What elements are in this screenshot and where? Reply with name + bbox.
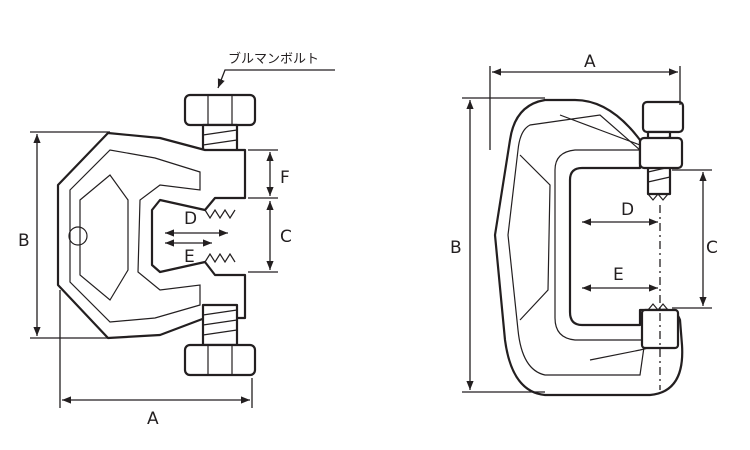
label-B-left: B <box>18 231 30 251</box>
bolt-head-top <box>183 93 257 127</box>
label-C-right: C <box>706 238 718 258</box>
label-E-right: E <box>613 265 624 285</box>
left-clamp-drawing <box>30 69 335 408</box>
label-A-left: A <box>147 409 159 429</box>
label-A-right: A <box>584 52 596 72</box>
mounting-hole <box>68 226 88 246</box>
clamp-body-left <box>56 131 247 340</box>
label-C-left: C <box>280 227 292 247</box>
label-F-left: F <box>280 168 290 188</box>
lower-jaw-right <box>640 308 680 350</box>
label-D-left: D <box>184 209 197 229</box>
bolt-head-bottom <box>183 343 257 377</box>
right-clamp-drawing <box>462 66 712 397</box>
bolt-callout-label: ブルマンボルト <box>228 51 319 67</box>
label-E-left: E <box>184 247 195 267</box>
label-D-right: D <box>621 200 634 220</box>
screw-head-right <box>641 100 685 134</box>
label-B-right: B <box>450 238 462 258</box>
